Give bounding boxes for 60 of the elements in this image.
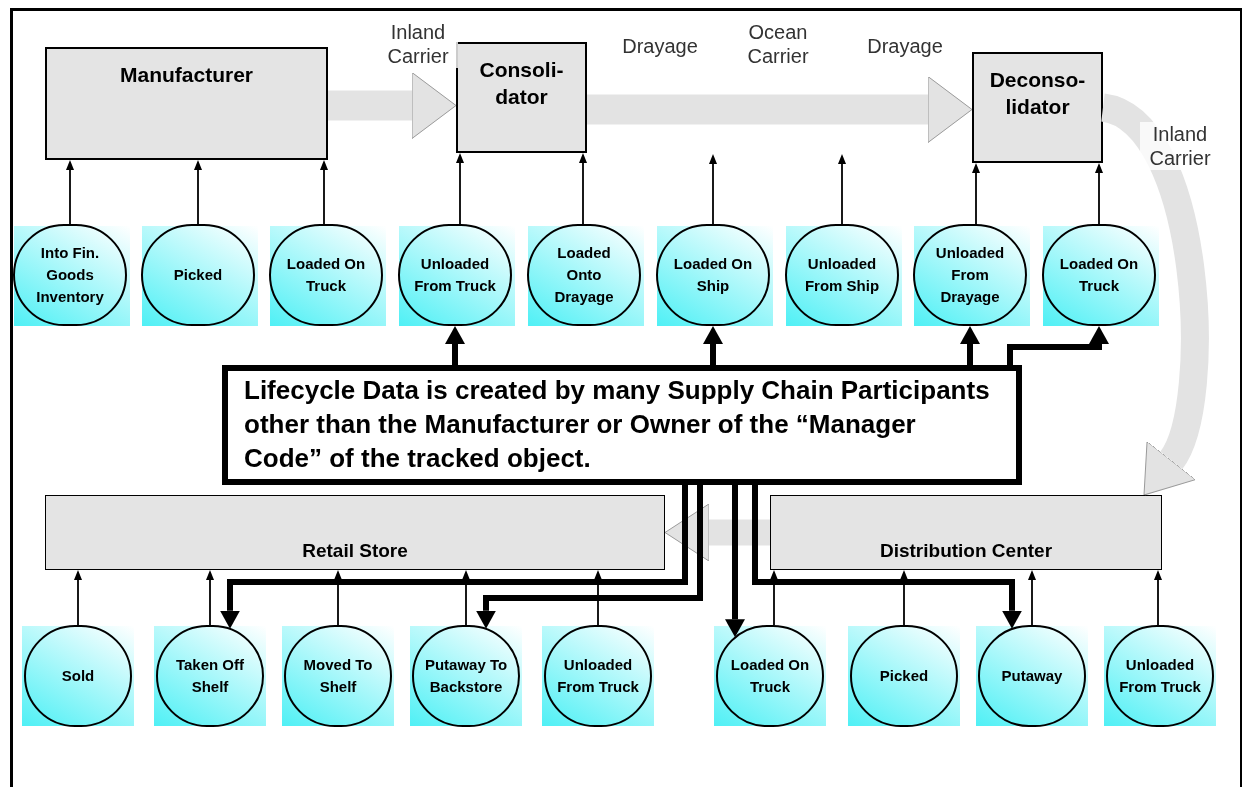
event-label: Putaway To Backstore: [423, 655, 509, 697]
event-label: Loaded On Truck: [285, 254, 367, 296]
arrow: [194, 160, 202, 225]
event-label: Loaded On Truck: [1058, 254, 1140, 296]
arrow: [66, 160, 74, 225]
arrow: [220, 485, 688, 629]
callout-text: Lifecycle Data is created by many Supply Chain Participants other than the Manufacturer or Owner of the “Manager Code” of the tracked object.: [244, 374, 991, 475]
carrier-label: Drayage: [621, 34, 699, 58]
process-box: [456, 42, 587, 153]
arrow: [74, 570, 82, 626]
box-title: Deconso- lidator: [988, 67, 1087, 121]
arrow: [838, 154, 846, 225]
event-label: Picked: [878, 666, 930, 687]
arrow: [1028, 570, 1036, 626]
box-title: Consoli- dator: [478, 57, 565, 111]
arrow: [579, 153, 587, 225]
block-arrow: [328, 72, 457, 139]
arrow: [900, 570, 908, 626]
event-label: Loaded On Truck: [729, 655, 811, 697]
box-title: Manufacturer: [119, 62, 254, 88]
arrow: [725, 485, 745, 638]
facility-box: [45, 495, 665, 570]
event-label: Unloaded From Drayage: [934, 243, 1006, 307]
arrow: [1007, 326, 1109, 365]
arrow: [709, 154, 717, 225]
arrow: [594, 570, 602, 626]
event-label: Into Fin. Goods Inventory: [35, 243, 105, 307]
carrier-label: Drayage: [866, 34, 944, 58]
block-arrow: [664, 503, 770, 562]
arrow: [445, 326, 465, 365]
event-label: Unloaded From Ship: [803, 254, 881, 296]
event-label: Loaded On Ship: [672, 254, 754, 296]
event-label: Moved To Shelf: [302, 655, 374, 697]
arrow: [703, 326, 723, 365]
facility-box: [770, 495, 1162, 570]
event-label: Unloaded From Truck: [1118, 655, 1202, 697]
event-label: Putaway: [1000, 666, 1064, 687]
arrow: [206, 570, 214, 626]
arrow: [456, 153, 464, 225]
arrow: [960, 326, 980, 365]
arrow: [476, 485, 703, 629]
event-label: Picked: [172, 265, 224, 286]
process-box: [972, 52, 1103, 163]
event-label: Unloaded From Truck: [413, 254, 497, 296]
arrow: [972, 163, 980, 225]
event-label: Loaded Onto Drayage: [553, 243, 615, 307]
arrow: [752, 485, 1022, 629]
process-box: [45, 47, 328, 160]
arrow: [334, 570, 342, 626]
arrow: [462, 570, 470, 626]
arrow: [320, 160, 328, 225]
callout-box: [222, 365, 1022, 485]
event-label: Sold: [60, 666, 96, 687]
event-label: Taken Off Shelf: [174, 655, 246, 697]
arrow: [1154, 570, 1162, 626]
block-arrow: [587, 76, 973, 143]
carrier-label: Ocean Carrier: [746, 20, 810, 68]
event-label: Unloaded From Truck: [556, 655, 640, 697]
arrow: [770, 570, 778, 626]
arrow: [1095, 163, 1103, 225]
